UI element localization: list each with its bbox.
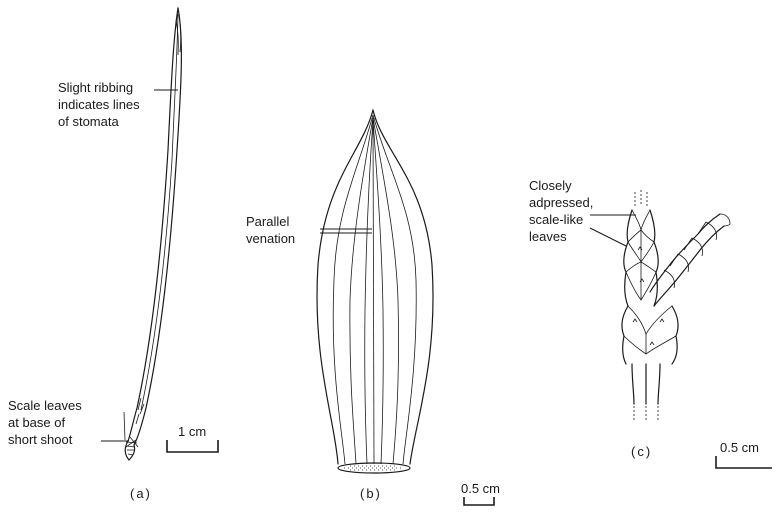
scale-leaves-annotation-line-3: short shoot (8, 432, 73, 447)
scale-like-leaves-annotation-line-3: scale-like (529, 212, 583, 227)
stomata-annotation-line-3: of stomata (58, 114, 119, 129)
panel-a: Slight ribbing indicates lines of stomat… (8, 8, 218, 501)
scale-leaves-annotation: Scale leaves at base of short shoot (8, 398, 85, 447)
scale-bar-b-label: 0.5 cm (461, 481, 500, 496)
venation-annotation: Parallel venation (246, 214, 295, 246)
scale-like-leaves-annotation-line-4: leaves (529, 229, 567, 244)
scale-like-leaves-annotation: Closely adpressed, scale-like leaves (529, 178, 597, 244)
stomata-annotation-line-1: Slight ribbing (58, 80, 133, 95)
broad-leaf-drawing (317, 110, 433, 473)
panel-c-label: (c) (631, 444, 652, 459)
venation-annotation-line-2: venation (246, 231, 295, 246)
scale-leaves-annotation-line-2: at base of (8, 415, 65, 430)
stomata-annotation: Slight ribbing indicates lines of stomat… (58, 80, 143, 129)
scale-like-leaves-annotation-line-1: Closely (529, 178, 572, 193)
scale-bar-c (716, 456, 772, 468)
panel-a-label: (a) (130, 486, 152, 501)
panel-b: Parallel venation 0.5 cm (b) (246, 110, 500, 505)
scale-like-leaves-leader-line-2 (590, 228, 626, 246)
scale-bar-c-label: 0.5 cm (720, 440, 759, 455)
panel-c: Closely adpressed, scale-like leaves 0.5… (529, 178, 772, 468)
panel-b-label: (b) (360, 486, 382, 501)
needle-leaf-drawing (124, 8, 181, 460)
venation-annotation-line-1: Parallel (246, 214, 289, 229)
scale-leaf-shoot-drawing (622, 190, 730, 420)
scale-bar-b (464, 497, 494, 505)
scale-leaves-annotation-line-1: Scale leaves (8, 398, 82, 413)
scale-like-leaves-annotation-line-2: adpressed, (529, 195, 593, 210)
stomata-annotation-line-2: indicates lines (58, 97, 140, 112)
scale-bar-a-label: 1 cm (178, 424, 206, 439)
scale-bar-a (167, 440, 218, 452)
